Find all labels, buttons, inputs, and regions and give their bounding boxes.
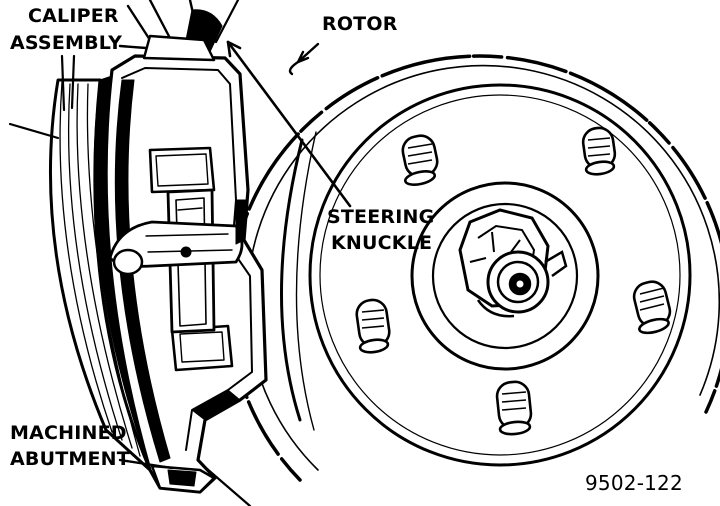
wheel-stud-right xyxy=(632,280,672,335)
steering-knuckle-label-line1: STEERING xyxy=(327,206,435,228)
caliper-leader xyxy=(118,44,148,50)
rotor-disc xyxy=(227,54,720,482)
machined-abutment-label-line1: MACHINED xyxy=(10,422,127,444)
steering-knuckle-leader xyxy=(226,40,352,208)
caliper-assembly xyxy=(8,0,268,506)
wheel-stud-left xyxy=(355,298,391,354)
figure-number: 9502-122 xyxy=(585,471,683,495)
wheel-stud-top-right xyxy=(581,126,617,176)
wheel-stud-top-left xyxy=(401,134,439,186)
machined-abutment-label-line2: ABUTMENT xyxy=(10,448,130,470)
wheel-stud-bottom xyxy=(495,380,533,436)
leader-lines xyxy=(118,40,352,470)
caliper-assembly-label-line2: ASSEMBLY xyxy=(10,32,123,54)
machined-abutment-leader xyxy=(118,458,174,470)
steering-knuckle-label-line2: KNUCKLE xyxy=(331,232,433,254)
rotor-label: ROTOR xyxy=(322,13,398,35)
caliper-assembly-label-line1: CALIPER xyxy=(28,5,119,27)
hub-nut xyxy=(458,208,568,318)
